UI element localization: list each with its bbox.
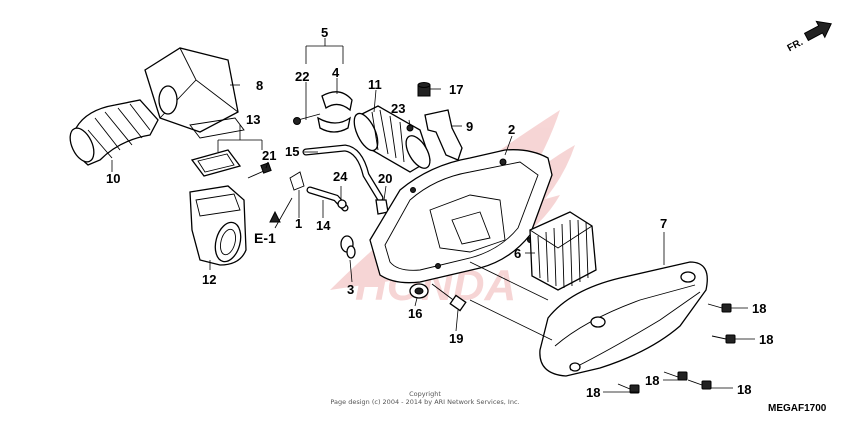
part-10-intake-duct[interactable] (65, 99, 159, 166)
callout-12[interactable]: 12 (202, 272, 216, 287)
callout-21[interactable]: 21 (262, 148, 276, 163)
front-direction-label: FR. (786, 37, 806, 54)
part-2-air-cleaner-housing[interactable] (369, 149, 553, 284)
callout-14[interactable]: 14 (316, 218, 331, 233)
callout-18-d[interactable]: 18 (645, 373, 659, 388)
callout-8[interactable]: 8 (256, 78, 263, 93)
footer-page-design: Page design (c) 2004 - 2014 by ARI Netwo… (330, 398, 519, 406)
part-19-bolt[interactable] (431, 283, 467, 312)
part-7-air-cleaner-cover[interactable] (539, 261, 708, 377)
callout-10[interactable]: 10 (106, 171, 120, 186)
part-18-screw-c[interactable] (687, 379, 712, 390)
part-12-resonator[interactable] (189, 185, 247, 266)
part-18-screw-b[interactable] (711, 334, 736, 344)
callout-4[interactable]: 4 (332, 65, 340, 80)
callout-11[interactable]: 11 (368, 77, 382, 92)
callout-18-c[interactable]: 18 (737, 382, 751, 397)
part-18-screw-d[interactable] (663, 371, 688, 381)
callout-numbers: 1 2 3 4 5 6 7 8 9 10 11 12 13 14 15 16 1… (106, 25, 773, 400)
arrow-icon (803, 20, 832, 42)
reference-label: E-1 (254, 230, 276, 246)
part-1-hose-clip[interactable] (289, 171, 305, 191)
part-24-clip[interactable] (337, 199, 347, 209)
leader-lines (111, 38, 755, 393)
callout-23[interactable]: 23 (391, 101, 405, 116)
callout-22[interactable]: 22 (295, 69, 309, 84)
callout-1[interactable]: 1 (295, 216, 302, 231)
part-6-air-filter-element[interactable] (529, 211, 597, 291)
footer-copyright: Copyright (409, 390, 441, 398)
callout-13[interactable]: 13 (246, 112, 260, 127)
callout-16[interactable]: 16 (408, 306, 422, 321)
callout-24[interactable]: 24 (333, 169, 348, 184)
callout-15[interactable]: 15 (285, 144, 299, 159)
part-21-screw[interactable] (247, 162, 272, 179)
part-11-connecting-tube[interactable] (349, 105, 434, 173)
part-17-cap[interactable] (417, 82, 431, 97)
callout-9[interactable]: 9 (466, 119, 473, 134)
reference-e1[interactable]: E-1 (254, 210, 281, 246)
callout-18-e[interactable]: 18 (586, 385, 600, 400)
part-18-screw-e[interactable] (617, 383, 640, 394)
part-9-bracket[interactable] (424, 109, 463, 161)
front-direction-arrow: FR. (786, 20, 832, 54)
footer: Copyright Page design (c) 2004 - 2014 by… (330, 390, 826, 414)
callout-3[interactable]: 3 (347, 282, 354, 297)
part-16-grommet[interactable] (409, 283, 429, 299)
diagram-code: MEGAF1700 (768, 403, 827, 414)
part-8-air-duct-cover[interactable] (144, 47, 245, 139)
part-4-clamp[interactable] (317, 91, 353, 133)
callout-18-b[interactable]: 18 (759, 332, 773, 347)
reference-arrow-icon (269, 210, 281, 223)
part-13-gasket[interactable] (190, 149, 242, 177)
part-22-bolt[interactable] (293, 113, 321, 125)
callout-18-a[interactable]: 18 (752, 301, 766, 316)
callout-7[interactable]: 7 (660, 216, 667, 231)
part-18-screw-a[interactable] (707, 303, 732, 313)
callout-19[interactable]: 19 (449, 331, 463, 346)
part-3-grommet[interactable] (340, 235, 356, 259)
callout-20[interactable]: 20 (378, 171, 392, 186)
part-15-breather-hose[interactable] (302, 144, 384, 202)
callout-5[interactable]: 5 (321, 25, 328, 40)
callout-6[interactable]: 6 (514, 246, 521, 261)
callout-2[interactable]: 2 (508, 122, 515, 137)
callout-17[interactable]: 17 (449, 82, 463, 97)
